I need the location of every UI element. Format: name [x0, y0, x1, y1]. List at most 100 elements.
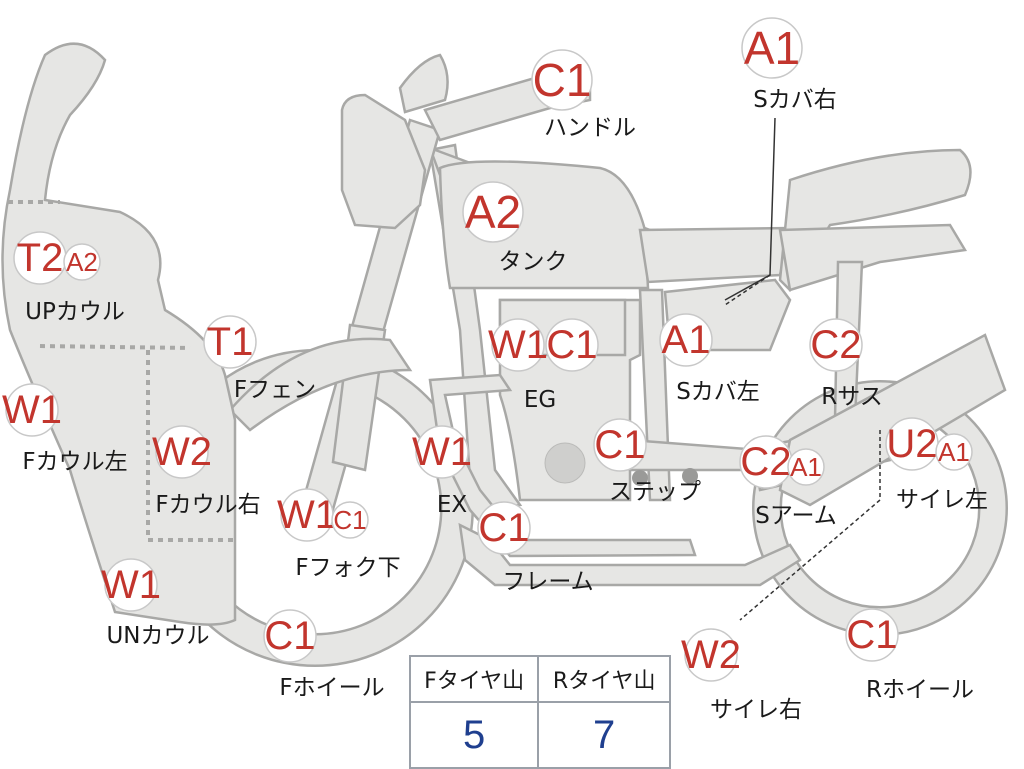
grade-badge [787, 448, 825, 486]
grade-code: W1 [412, 430, 472, 474]
part-label: サイレ左 [896, 487, 988, 513]
grade-badge [545, 318, 599, 372]
grade-code: A1 [744, 22, 800, 74]
grade-code: C1 [846, 613, 897, 657]
front-fender-shape [228, 337, 413, 432]
grade-badge [462, 181, 524, 243]
grade-code: A2 [66, 247, 98, 277]
part-label: UPカウル [25, 299, 125, 325]
grade-badge [531, 49, 593, 111]
grade-code: C1 [533, 54, 592, 106]
grade-badge [845, 608, 899, 662]
grade-code: C2 [810, 323, 861, 367]
grade-code: A1 [790, 452, 822, 482]
seat-shape [638, 148, 972, 293]
cowl-seam-lower [146, 350, 235, 542]
grade-code: A1 [662, 318, 711, 362]
part-label: Fカウル左 [22, 449, 127, 475]
part-label: ステップ [609, 479, 701, 505]
grade-code: C1 [333, 505, 366, 535]
grade-code: C1 [264, 614, 315, 658]
grade-code: C1 [594, 423, 645, 467]
grade-badge [477, 501, 531, 555]
grade-code: A2 [465, 186, 521, 238]
rear-tread-header: Rタイヤ山 [537, 655, 671, 703]
grade-code: C1 [478, 506, 529, 550]
part-label: Sアーム [755, 503, 837, 529]
grade-badge [491, 318, 545, 372]
part-label: タンク [499, 249, 568, 275]
part-muffler-right: W2 サイレ右 [681, 628, 802, 723]
front-tread-value: 5 [408, 701, 540, 769]
part-label: Sカバ右 [753, 87, 837, 113]
grade-badge [659, 313, 713, 367]
cowl-shape [1, 42, 237, 626]
grade-badge [593, 418, 647, 472]
part-label: Rサス [821, 384, 883, 410]
part-label: Fホイール [279, 675, 384, 701]
grade-badge [415, 425, 469, 479]
grade-badge [63, 243, 101, 281]
grade-code: C1 [546, 323, 597, 367]
rear-tread-value: 7 [537, 701, 671, 769]
grade-badge [741, 17, 803, 79]
grade-code: U2 [886, 422, 937, 466]
leader-seat-cover-right-dash [724, 274, 771, 306]
part-label: サイレ右 [710, 697, 802, 723]
part-label: Fフェン [234, 377, 316, 403]
part-label: Sカバ左 [676, 379, 760, 405]
grade-badge [263, 609, 317, 663]
part-label: ハンドル [544, 115, 636, 141]
part-label: UNカウル [106, 623, 209, 649]
grade-code: A1 [938, 437, 970, 467]
part-label: EG [524, 387, 556, 413]
leader-muffler-right [739, 430, 881, 621]
part-handle: C1 ハンドル [531, 49, 636, 141]
grade-badge [155, 425, 209, 479]
grade-code: W2 [152, 430, 212, 474]
tire-tread-table: Fタイヤ山 Rタイヤ山 5 7 [408, 655, 671, 769]
part-tank: A2 タンク [462, 181, 568, 275]
part-frame: C1 フレーム [477, 501, 594, 595]
part-label: Fフォク下 [295, 555, 400, 581]
grade-code: W2 [681, 633, 741, 677]
part-step: C1 ステップ [593, 418, 701, 505]
grade-code: W1 [2, 388, 62, 432]
grade-badge [5, 383, 59, 437]
grade-badge [935, 433, 973, 471]
part-label: フレーム [502, 569, 593, 595]
grade-code: T2 [17, 236, 64, 280]
grade-badge [684, 628, 738, 682]
grade-badge [331, 501, 369, 539]
part-label: Rホイール [866, 677, 974, 703]
grade-code: W1 [101, 563, 161, 607]
grade-code: W1 [488, 323, 548, 367]
front-tread-header: Fタイヤ山 [408, 655, 540, 703]
grade-code: W1 [277, 493, 337, 537]
grade-badge [809, 318, 863, 372]
grade-badge [203, 315, 257, 369]
grade-code: T1 [207, 320, 254, 364]
headlight-shape [340, 93, 427, 230]
part-label: Fカウル右 [155, 492, 260, 518]
grade-badge [104, 558, 158, 612]
grade-code: C2 [740, 440, 791, 484]
part-label: EX [437, 492, 468, 518]
